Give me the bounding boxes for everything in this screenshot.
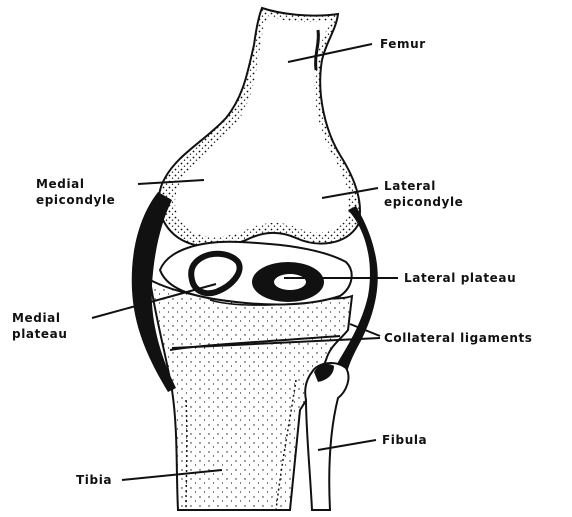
label-fibula: Fibula	[382, 432, 427, 448]
label-collateral-ligaments: Collateral ligaments	[384, 330, 533, 346]
label-tibia: Tibia	[76, 472, 112, 488]
label-lateral-epicondyle-line1: Lateral	[384, 178, 463, 194]
label-medial-plateau-line1: Medial	[12, 310, 68, 326]
label-medial-plateau-line2: plateau	[12, 326, 68, 342]
label-lateral-epicondyle-line2: epicondyle	[384, 194, 463, 210]
femur-bone	[159, 8, 360, 247]
label-medial-epicondyle: Medial epicondyle	[36, 176, 115, 208]
label-medial-epicondyle-line1: Medial	[36, 176, 115, 192]
label-medial-plateau: Medial plateau	[12, 310, 68, 342]
label-medial-epicondyle-line2: epicondyle	[36, 192, 115, 208]
label-lateral-epicondyle: Lateral epicondyle	[384, 178, 463, 210]
label-femur: Femur	[380, 36, 426, 52]
label-lateral-plateau: Lateral plateau	[404, 270, 516, 286]
